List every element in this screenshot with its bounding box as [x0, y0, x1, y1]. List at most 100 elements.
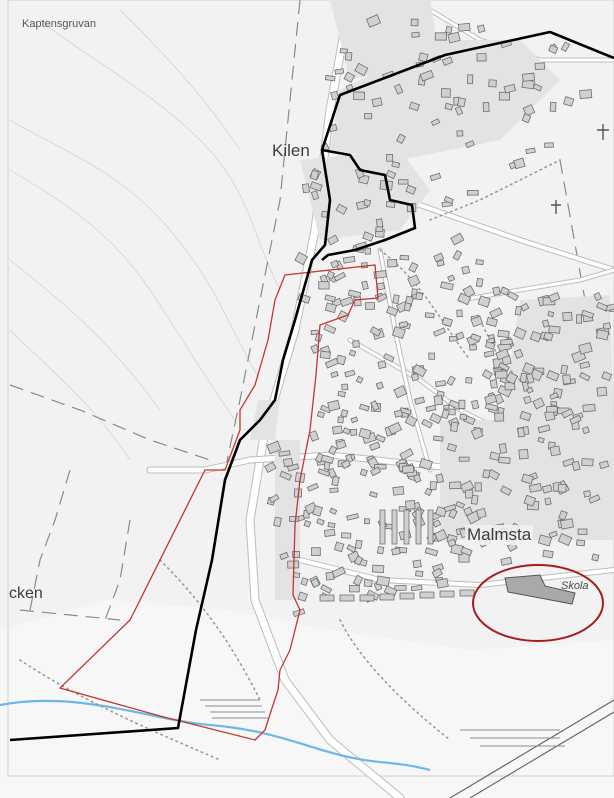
- building: [469, 344, 477, 351]
- building: [506, 290, 519, 302]
- building: [448, 335, 458, 342]
- boundary-line-kilen-loop[interactable]: [321, 148, 417, 261]
- building: [462, 285, 476, 299]
- building: [331, 475, 340, 487]
- row-house: [359, 594, 375, 602]
- building: [514, 305, 522, 316]
- building: [581, 426, 590, 435]
- building: [376, 546, 385, 555]
- building: [369, 491, 378, 498]
- building: [576, 314, 582, 324]
- building: [591, 553, 600, 562]
- building: [292, 551, 301, 559]
- building: [579, 89, 593, 100]
- building: [454, 106, 464, 116]
- building: [369, 326, 382, 337]
- building: [429, 481, 437, 491]
- building: [557, 483, 567, 493]
- building: [335, 203, 348, 215]
- building: [424, 487, 433, 497]
- building: [436, 259, 445, 267]
- building: [448, 508, 458, 519]
- terrace-house: [415, 509, 422, 545]
- building: [521, 473, 534, 485]
- building: [434, 380, 447, 388]
- building: [365, 14, 382, 28]
- building: [448, 481, 462, 490]
- building: [363, 518, 370, 525]
- building: [340, 409, 349, 418]
- building: [523, 395, 532, 405]
- building: [546, 369, 560, 382]
- building: [583, 490, 592, 498]
- building: [375, 226, 384, 233]
- building: [278, 450, 291, 457]
- building: [429, 412, 443, 425]
- building: [328, 445, 338, 456]
- building: [414, 396, 426, 405]
- building: [266, 440, 282, 455]
- building: [593, 291, 602, 302]
- building: [335, 354, 347, 366]
- building: [440, 88, 451, 98]
- building: [358, 403, 370, 412]
- building: [435, 473, 445, 484]
- building: [352, 574, 364, 587]
- building: [339, 48, 348, 54]
- highlight-circle[interactable]: [472, 564, 604, 642]
- building: [499, 286, 510, 296]
- building: [317, 468, 331, 477]
- building: [477, 295, 491, 308]
- building: [312, 505, 323, 517]
- building: [415, 570, 424, 577]
- boundary-line[interactable]: [9, 30, 614, 742]
- building: [374, 464, 387, 470]
- building: [563, 96, 575, 107]
- building: [441, 316, 453, 328]
- building: [430, 118, 441, 127]
- building: [537, 534, 553, 547]
- building: [300, 577, 309, 586]
- building: [544, 142, 554, 148]
- building: [596, 386, 608, 397]
- building: [413, 473, 422, 484]
- place-label-skola: Skola: [561, 580, 589, 592]
- building: [301, 183, 311, 194]
- building: [460, 546, 473, 556]
- building: [363, 198, 372, 207]
- building: [320, 584, 333, 594]
- building: [386, 153, 394, 162]
- building: [321, 210, 328, 218]
- building: [559, 518, 575, 530]
- building: [498, 443, 508, 454]
- building: [497, 362, 510, 372]
- building: [500, 556, 513, 567]
- building: [494, 370, 508, 379]
- building: [561, 408, 574, 419]
- building: [458, 456, 470, 462]
- building: [419, 69, 435, 82]
- place-label-malmsta: Malmsta: [465, 525, 534, 545]
- plan-area-boundary[interactable]: [58, 264, 379, 741]
- building: [452, 249, 463, 261]
- building: [410, 585, 423, 592]
- building: [446, 443, 458, 453]
- building: [467, 74, 474, 85]
- building: [358, 427, 372, 440]
- building: [316, 518, 325, 526]
- building: [445, 25, 453, 34]
- building: [354, 62, 369, 77]
- building: [601, 371, 613, 382]
- building: [375, 218, 384, 228]
- building: [324, 74, 336, 82]
- building: [456, 130, 464, 137]
- building: [504, 382, 516, 391]
- building: [578, 371, 591, 382]
- building: [362, 231, 375, 242]
- building: [435, 506, 448, 518]
- building: [282, 457, 294, 468]
- building: [517, 427, 525, 438]
- terrace-house: [427, 509, 434, 545]
- building: [375, 381, 384, 390]
